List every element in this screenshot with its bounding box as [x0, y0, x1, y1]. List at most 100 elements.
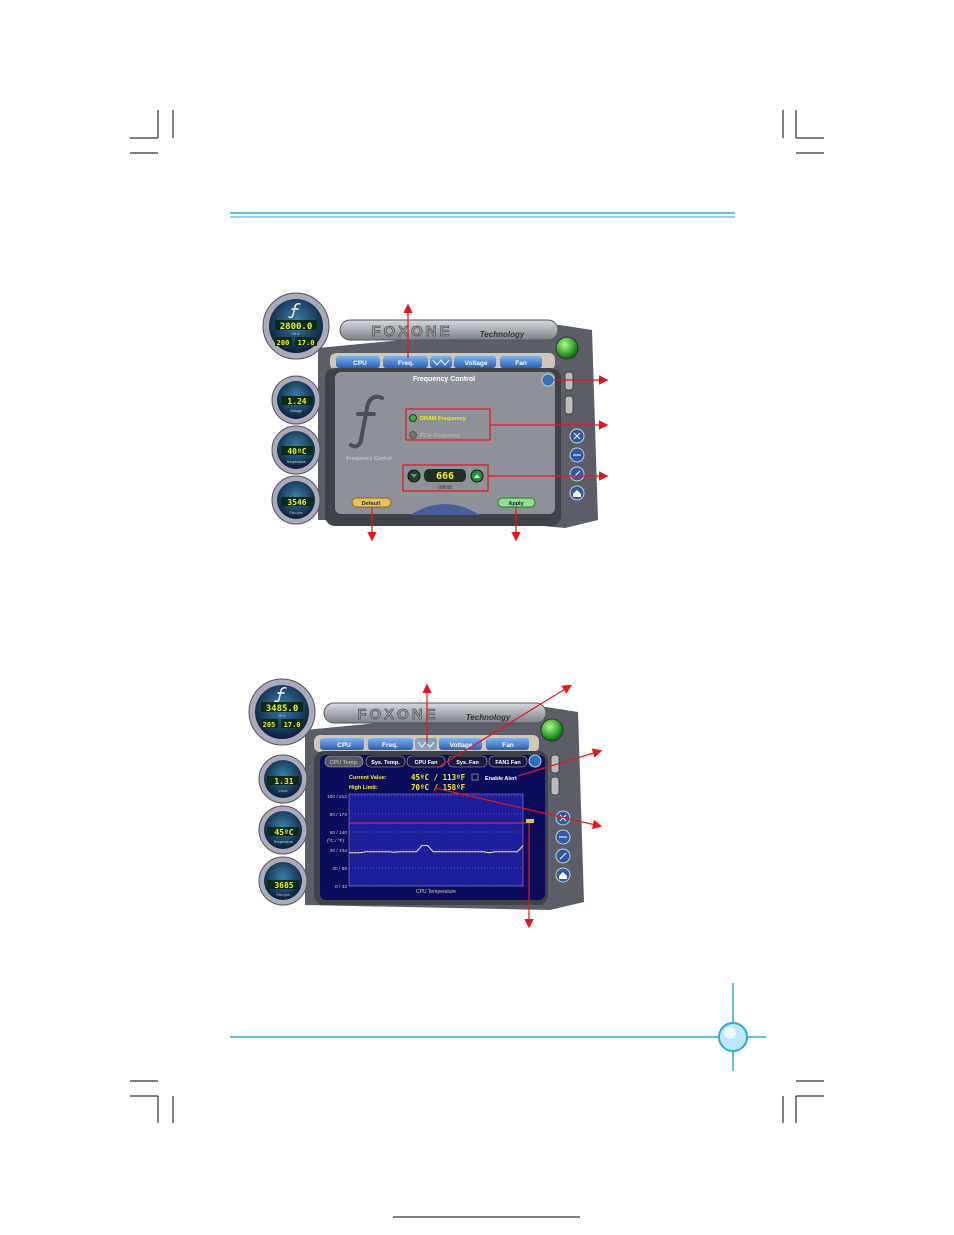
settings-button[interactable] — [555, 848, 571, 864]
svg-text:Apply: Apply — [508, 501, 524, 507]
current-value-label: Current Value: — [349, 775, 387, 781]
voltage-gauge: 1.24 Voltage — [271, 375, 321, 425]
high-limit-slider[interactable] — [526, 819, 534, 823]
svg-text:Fan rpm: Fan rpm — [289, 511, 302, 515]
subtab-cpu-temp[interactable]: CPU Temp. — [324, 755, 364, 768]
svg-text:MHz: MHz — [278, 714, 285, 718]
mode-switch[interactable] — [550, 776, 560, 796]
minimize-button[interactable] — [555, 829, 571, 845]
y-axis-label: (ºC / ºF) — [327, 838, 344, 844]
svg-text:Sys. Temp.: Sys. Temp. — [371, 760, 400, 766]
svg-text:3485.0: 3485.0 — [266, 704, 299, 714]
y-tick-label: 100 / 212 — [327, 794, 347, 800]
footer-rule — [230, 983, 766, 1071]
svg-text:17.0: 17.0 — [298, 339, 315, 347]
home-button[interactable] — [569, 485, 585, 501]
brand-logo: FOXONE — [371, 323, 452, 340]
temperature-gauge: 40ºC Temperature — [271, 425, 321, 475]
svg-text:CPU: CPU — [353, 360, 367, 367]
svg-text:3546: 3546 — [287, 498, 306, 507]
tab-cpu[interactable]: CPU — [320, 738, 364, 750]
foxone-f-icon — [288, 303, 301, 319]
y-tick-label: 80 / 176 — [330, 812, 348, 818]
tab-fan[interactable]: Fan — [500, 356, 542, 368]
tab-monitor[interactable] — [415, 738, 437, 750]
radio-pcie-frequency[interactable]: PCIe Frequency — [409, 431, 460, 440]
y-tick-label: 40 / 104 — [330, 848, 348, 854]
callout-arrows — [422, 683, 603, 929]
svg-text:200: 200 — [277, 339, 290, 347]
close-button[interactable] — [569, 428, 585, 444]
svg-text:FAN1 Fan: FAN1 Fan — [495, 760, 521, 766]
tab-freq[interactable]: Freq. — [383, 356, 428, 368]
temperature-series-line — [349, 845, 524, 854]
help-button[interactable] — [528, 754, 542, 768]
enable-alert-checkbox[interactable] — [471, 773, 479, 781]
brand-subtitle: Technology — [466, 713, 511, 722]
close-icon — [573, 432, 581, 440]
brand-logo: FOXONE — [357, 706, 438, 723]
home-button[interactable] — [555, 867, 571, 883]
radio-dram-frequency[interactable]: DRAM Frequency — [409, 414, 467, 423]
svg-text:DRAM Frequency: DRAM Frequency — [420, 416, 467, 422]
svg-text:Temperature: Temperature — [273, 840, 293, 844]
fan-gauge: 3685 Fan rpm — [258, 856, 308, 906]
minimize-button[interactable] — [569, 447, 585, 463]
brand-subtitle: Technology — [480, 330, 525, 339]
apply-button[interactable]: Apply — [497, 497, 536, 508]
home-icon — [559, 872, 567, 879]
subtab-bar: CPU Temp. Sys. Temp. CPU Fan Sys. Fan FAN1 F… — [324, 755, 528, 768]
svg-text:45ºC: 45ºC — [274, 828, 293, 837]
foxone-f-icon — [274, 687, 287, 703]
unit-label: (MHz) — [438, 485, 452, 491]
voltage-gauge: 1.31 Vcore — [258, 754, 308, 804]
svg-text:Fan: Fan — [515, 360, 527, 367]
svg-text:PCIe Frequency: PCIe Frequency — [420, 433, 460, 439]
tab-cpu[interactable]: CPU — [336, 356, 380, 368]
brand-banner — [339, 319, 559, 341]
svg-text:17.0: 17.0 — [284, 721, 301, 729]
arrow-up-icon — [474, 474, 480, 478]
tab-monitor[interactable] — [430, 356, 452, 368]
default-button[interactable]: Default — [351, 497, 392, 508]
svg-text:Temperature: Temperature — [286, 460, 306, 464]
y-tick-label: 20 / 68 — [332, 866, 347, 872]
frequency-value: 666 — [436, 471, 454, 482]
current-value: 45ºC / 113ºF — [411, 773, 466, 782]
svg-text:Voltage: Voltage — [450, 742, 473, 749]
mode-switch[interactable] — [564, 395, 574, 415]
value-highlight — [402, 464, 489, 492]
crop-marks — [130, 110, 824, 1123]
help-button[interactable] — [541, 373, 555, 387]
subtab-sys-temp[interactable]: Sys. Temp. — [365, 755, 406, 768]
home-icon — [573, 490, 581, 497]
frequency-logo-icon — [349, 394, 384, 449]
header-rule — [230, 212, 735, 218]
tab-voltage[interactable]: Voltage — [454, 356, 496, 368]
subtab-fan1-fan[interactable]: FAN1 Fan — [488, 755, 528, 768]
plot-area — [348, 793, 524, 887]
settings-button[interactable] — [569, 466, 585, 482]
subtab-cpu-fan[interactable]: CPU Fan — [406, 755, 446, 768]
foxone-monitor-screenshot: FOXONE Technology CPU Freq. Voltage Fan … — [248, 678, 603, 929]
frequency-value-display — [424, 469, 466, 482]
cpu-frequency-gauge: 3485.0 MHz 205 17.0 — [248, 678, 316, 746]
power-orb-button[interactable] — [540, 718, 564, 742]
power-orb-button[interactable] — [555, 336, 579, 360]
fan-gauge: 3546 Fan rpm — [271, 475, 321, 525]
chart-title: CPU Temperature — [416, 889, 456, 895]
svg-text:Vcore: Vcore — [278, 789, 287, 793]
skin-switch[interactable] — [564, 371, 574, 391]
y-tick-label: 60 / 140 — [330, 830, 348, 836]
svg-text:Sys. Fan: Sys. Fan — [456, 760, 479, 766]
svg-text:CPU Fan: CPU Fan — [415, 760, 439, 766]
monitor-wave-icon — [432, 359, 450, 366]
tab-fan[interactable]: Fan — [486, 738, 529, 750]
svg-text:3685: 3685 — [274, 881, 293, 890]
arrow-down-icon — [411, 474, 417, 478]
cpu-frequency-gauge: 2800.0 MHz 200 17.0 — [262, 292, 330, 360]
svg-text:Fan: Fan — [502, 742, 514, 749]
foxone-frequency-screenshot: FOXONE Technology CPU Freq. Voltage Fan … — [262, 292, 609, 542]
high-limit-label: High Limit: — [349, 785, 378, 791]
tab-freq[interactable]: Freq. — [368, 738, 413, 750]
